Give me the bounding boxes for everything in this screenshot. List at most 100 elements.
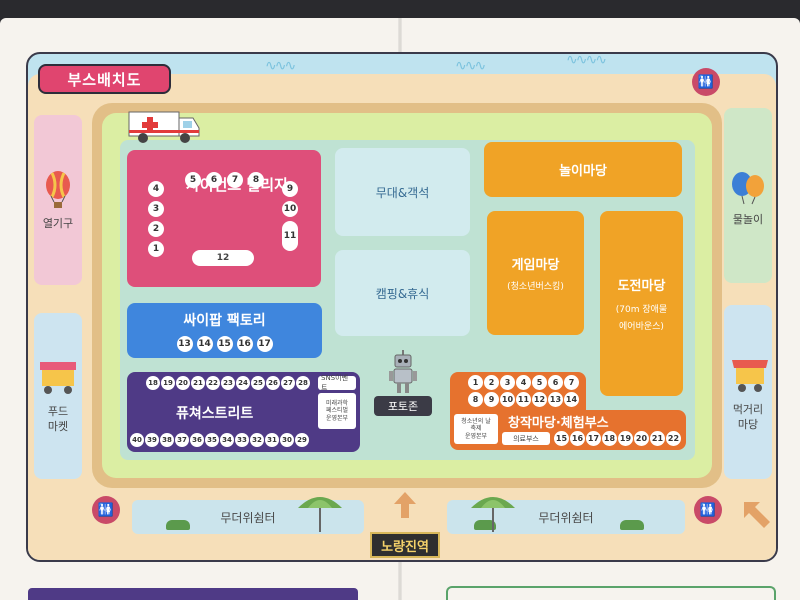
food-stall-icon bbox=[730, 356, 770, 394]
balloons-icon bbox=[728, 170, 768, 206]
sns-event-booth: SNS이벤트 bbox=[318, 374, 356, 392]
street-food-label-line1: 먹거리 bbox=[732, 403, 764, 416]
scipop-factory-zone[interactable]: 싸이팝 팩토리 13 14 15 16 17 bbox=[127, 303, 322, 358]
booth-number: 6 bbox=[548, 375, 563, 390]
booth-number: 9 bbox=[484, 392, 499, 407]
creative-yard-label: 창작마당·체험부스 bbox=[508, 416, 609, 431]
youth-day-hq-line3: 운영본부 bbox=[464, 432, 488, 440]
booth-number: 27 bbox=[281, 376, 295, 390]
game-yard-zone[interactable]: 게임마당 (청소년버스킹) bbox=[487, 211, 584, 335]
booth-number: 31 bbox=[265, 433, 279, 447]
youth-day-hq-booth: 청소년의 날 축제 운영본부 bbox=[454, 414, 498, 444]
booth-number: 16 bbox=[236, 335, 253, 352]
restroom-icon: 🚻 bbox=[694, 496, 722, 524]
booth-number: 29 bbox=[295, 433, 309, 447]
arrow-up-left-icon bbox=[744, 502, 770, 528]
creative-yard-bottom-numbers: 15 16 17 18 19 20 21 22 bbox=[554, 431, 681, 446]
booth-number: 11 bbox=[282, 221, 298, 251]
science-village-left-numbers: 4 3 2 1 bbox=[148, 181, 164, 257]
wave-icon: ∿∿∿ bbox=[455, 58, 486, 74]
booth-number: 8 bbox=[248, 172, 264, 188]
game-yard-label: 게임마당 bbox=[511, 258, 560, 273]
booth-number: 7 bbox=[227, 172, 243, 188]
bush-icon bbox=[474, 520, 496, 530]
parasol-icon bbox=[295, 490, 345, 534]
food-market-area[interactable] bbox=[34, 313, 82, 479]
booth-number: 16 bbox=[570, 431, 585, 446]
booth-number: 1 bbox=[468, 375, 483, 390]
next-section-header bbox=[28, 588, 358, 600]
booth-number: 8 bbox=[468, 392, 483, 407]
camping-zone[interactable]: 캠핑&휴식 bbox=[335, 250, 470, 336]
booth-number: 34 bbox=[220, 433, 234, 447]
future-street-label: 퓨쳐스트리트 bbox=[176, 406, 254, 422]
bush-icon bbox=[620, 520, 644, 530]
booth-number: 14 bbox=[196, 335, 213, 352]
challenge-yard-zone[interactable]: 도전마당 (70m 장애물 에어바운스) bbox=[600, 211, 683, 396]
booth-number: 19 bbox=[618, 431, 633, 446]
challenge-yard-sub1: (70m 장애물 bbox=[615, 305, 668, 315]
bush-icon bbox=[166, 520, 190, 530]
future-science-hq-booth: 미래과학 페스티벌 운영본부 bbox=[318, 393, 356, 429]
youth-day-hq-line2: 축제 bbox=[470, 425, 482, 433]
booth-number: 18 bbox=[146, 376, 160, 390]
booth-number: 6 bbox=[206, 172, 222, 188]
booth-number: 33 bbox=[235, 433, 249, 447]
food-label-line1: 푸드 bbox=[47, 405, 69, 418]
wave-icon: ∿∿∿∿ bbox=[566, 52, 607, 68]
booth-number: 22 bbox=[206, 376, 220, 390]
booth-number: 39 bbox=[145, 433, 159, 447]
youth-day-hq-line1: 청소년의 날 bbox=[461, 417, 491, 425]
wave-icon: ∿∿∿ bbox=[265, 58, 296, 74]
balloon-area[interactable] bbox=[34, 115, 82, 285]
food-cart-icon bbox=[38, 360, 78, 396]
booth-number: 2 bbox=[484, 375, 499, 390]
science-village-top-numbers: 5 6 7 8 bbox=[185, 172, 264, 188]
booth-number: 37 bbox=[175, 433, 189, 447]
booth-number: 3 bbox=[148, 201, 164, 217]
booth-number: 38 bbox=[160, 433, 174, 447]
booth-number: 28 bbox=[296, 376, 310, 390]
future-street-bottom-numbers: 40 39 38 37 36 35 34 33 32 31 30 29 bbox=[130, 433, 309, 447]
street-food-area[interactable] bbox=[724, 305, 772, 479]
scipop-factory-label: 싸이팝 팩토리 bbox=[183, 312, 266, 329]
booth-number: 12 bbox=[192, 250, 254, 266]
food-market-label: 푸드 마켓 bbox=[34, 404, 82, 435]
booth-number: 11 bbox=[516, 392, 531, 407]
challenge-yard-label: 도전마당 bbox=[617, 279, 666, 294]
booth-number: 4 bbox=[516, 375, 531, 390]
challenge-yard-sub2: 에어바운스) bbox=[619, 322, 664, 332]
balloon-label: 열기구 bbox=[42, 217, 74, 230]
booth-number: 36 bbox=[190, 433, 204, 447]
noryangjin-station-label[interactable]: 노량진역 bbox=[370, 532, 440, 558]
booth-number: 17 bbox=[586, 431, 601, 446]
booth-number: 40 bbox=[130, 433, 144, 447]
booth-number: 9 bbox=[282, 181, 298, 197]
booth-number: 12 bbox=[532, 392, 547, 407]
booth-number: 19 bbox=[161, 376, 175, 390]
booth-number: 15 bbox=[216, 335, 233, 352]
play-yard-zone[interactable]: 놀이마당 bbox=[484, 142, 682, 197]
map-title: 부스배치도 bbox=[38, 64, 171, 94]
booth-number: 2 bbox=[148, 221, 164, 237]
booth-number: 13 bbox=[548, 392, 563, 407]
water-play-area[interactable] bbox=[724, 108, 772, 283]
booth-number: 10 bbox=[500, 392, 515, 407]
booth-number: 20 bbox=[634, 431, 649, 446]
future-science-hq-line1: 미래과학 bbox=[325, 399, 349, 407]
stage-zone[interactable]: 무대&객석 bbox=[335, 148, 470, 236]
creative-yard-mid-numbers: 8 9 10 11 12 13 14 bbox=[468, 392, 579, 407]
creative-yard-top-numbers: 1 2 3 4 5 6 7 bbox=[468, 375, 579, 390]
restroom-icon: 🚻 bbox=[92, 496, 120, 524]
parasol-icon bbox=[468, 490, 518, 534]
game-yard-sub: (청소년버스킹) bbox=[507, 282, 564, 292]
booth-number: 24 bbox=[236, 376, 250, 390]
booth-number: 14 bbox=[564, 392, 579, 407]
booth-number: 32 bbox=[250, 433, 264, 447]
booth-number: 5 bbox=[532, 375, 547, 390]
booth-number: 3 bbox=[500, 375, 515, 390]
photo-zone-label[interactable]: 포토존 bbox=[374, 396, 432, 416]
future-street-top-numbers: 18 19 20 21 22 23 24 25 26 27 28 bbox=[146, 376, 310, 390]
booth-number: 21 bbox=[650, 431, 665, 446]
booth-number: 5 bbox=[185, 172, 201, 188]
